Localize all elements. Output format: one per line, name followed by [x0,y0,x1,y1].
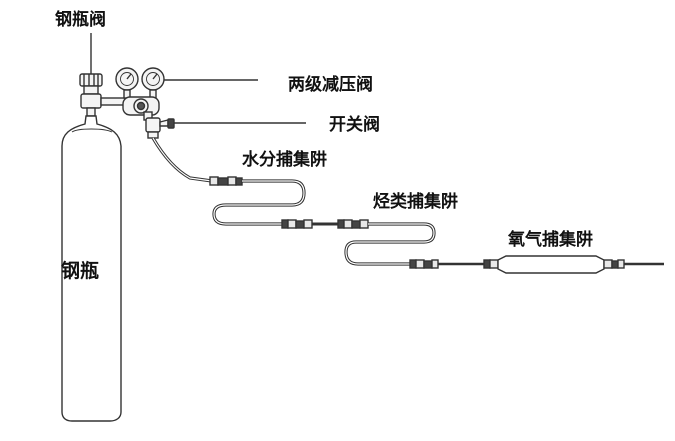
switch-valve-label: 开关阀 [329,115,380,135]
oxygen-trap [497,255,625,274]
tube-loop-1 [212,179,306,226]
tube-to-moisture-trap [151,137,213,183]
tube-loop-2 [344,222,436,266]
moisture-trap [209,176,243,186]
oxygen-inlet-fittings [409,259,499,269]
switch-valve [145,117,175,139]
hydrocarbon-trap [281,219,369,229]
cylinder-valve [79,73,126,117]
oxygen-trap-label: 氧气捕集阱 [508,230,593,250]
hydrocarbon-trap-label: 烃类捕集阱 [373,192,458,212]
gas-cylinder [61,115,122,422]
moisture-trap-label: 水分捕集阱 [242,150,327,170]
cylinder-label: 钢瓶 [61,260,100,282]
two-stage-regulator [115,67,165,121]
two-stage-regulator-label: 两级减压阀 [288,75,373,95]
cylinder-valve-label: 钢瓶阀 [55,10,106,30]
